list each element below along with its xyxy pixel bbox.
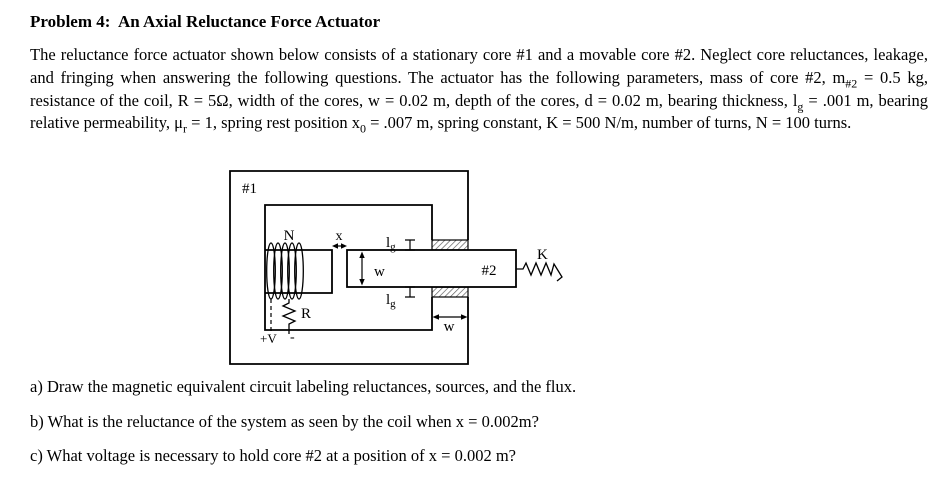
voltage-plus-label: +V bbox=[260, 331, 277, 346]
lg-top-tick bbox=[405, 239, 415, 251]
subscript-0: 0 bbox=[359, 121, 366, 136]
core2-label: #2 bbox=[482, 263, 497, 279]
question-c: c) What voltage is necessary to hold cor… bbox=[30, 446, 517, 465]
turns-label: N bbox=[284, 228, 295, 244]
spring bbox=[516, 261, 563, 282]
problem-title: Problem 4: An Axial Reluctance Force Act… bbox=[30, 12, 381, 31]
coil-pole bbox=[265, 249, 333, 294]
width-arrow-vertical bbox=[359, 251, 365, 286]
width-label: w bbox=[374, 264, 385, 280]
coil-winding bbox=[266, 242, 304, 300]
bearing-width-arrow bbox=[432, 314, 468, 320]
bearing-top bbox=[431, 239, 469, 251]
core2-bar bbox=[346, 249, 517, 288]
lg-top-label: lg bbox=[386, 235, 396, 253]
core1-outer-outline bbox=[229, 170, 469, 365]
spring-label: K bbox=[537, 247, 548, 263]
statement-text-2: = 0.5 kg, resistance of the coil, R = 5Ω… bbox=[30, 67, 928, 110]
statement-text-1: The reluctance force actuator shown belo… bbox=[30, 45, 928, 87]
question-b: b) What is the reluctance of the system … bbox=[30, 412, 539, 431]
lg-bottom-label: lg bbox=[386, 292, 396, 310]
statement-text-3: = .001 m, bearing relative permeability,… bbox=[30, 90, 928, 133]
gap-label: x bbox=[336, 229, 343, 244]
problem-statement: The reluctance force actuator shown belo… bbox=[30, 44, 928, 135]
subscript-g: g bbox=[797, 98, 804, 113]
core1-label: #1 bbox=[242, 181, 257, 197]
subscript-core2: #2 bbox=[845, 76, 858, 91]
resistor-label: R bbox=[301, 306, 311, 322]
core1-inner-outline bbox=[264, 204, 433, 331]
bearing-width-label: w bbox=[444, 319, 455, 335]
statement-text-5: = .007 m, spring constant, K = 500 N/m, … bbox=[365, 113, 852, 133]
subscript-r: r bbox=[183, 121, 188, 136]
statement-text-4: = 1, spring rest position x bbox=[187, 113, 360, 133]
lg-bottom-tick bbox=[405, 286, 415, 298]
resistor bbox=[281, 299, 297, 334]
bearing-bottom bbox=[431, 286, 469, 298]
gap-arrow bbox=[332, 243, 347, 249]
question-a: a) Draw the magnetic equivalent circuit … bbox=[30, 377, 577, 396]
voltage-minus-label: - bbox=[290, 330, 295, 345]
